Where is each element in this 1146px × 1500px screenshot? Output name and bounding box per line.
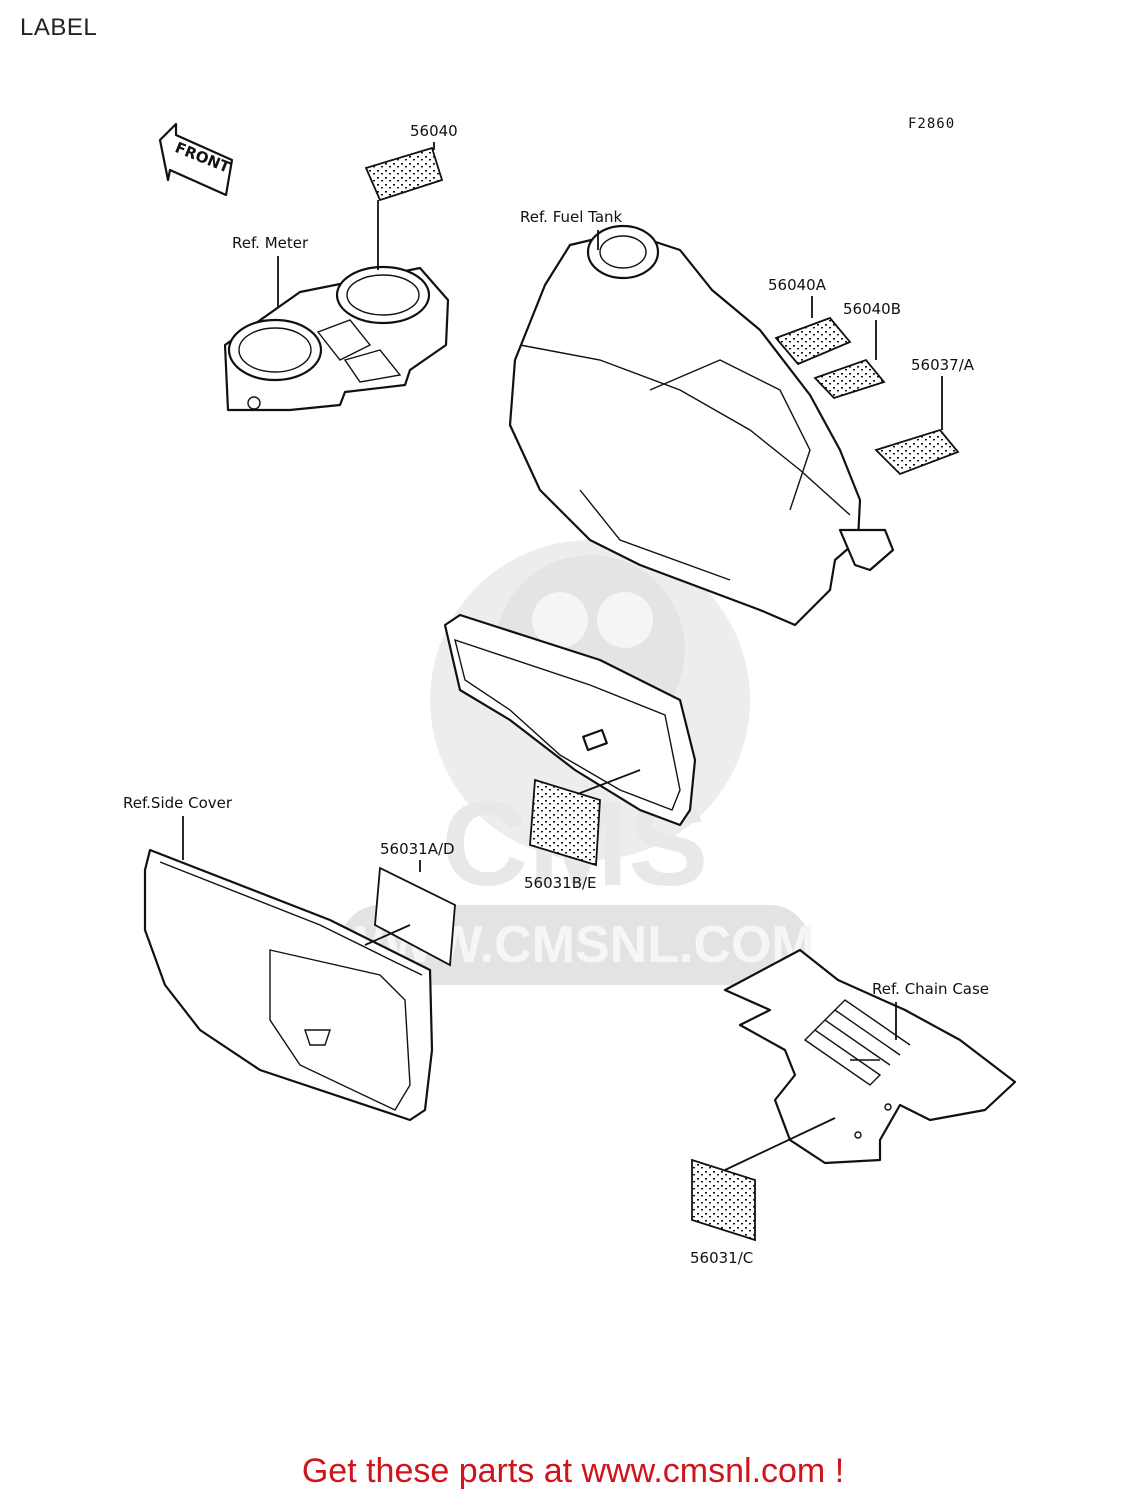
decal-56031AD [374, 866, 456, 967]
decal-56031BE [529, 778, 601, 867]
part-56040-label: 56040 [410, 122, 458, 140]
page-title: LABEL [20, 14, 98, 41]
decal-56040 [364, 146, 444, 202]
decal-56031C [691, 1158, 756, 1242]
part-56040A-label: 56040A [768, 276, 827, 294]
ref-side-cover-label: Ref.Side Cover [123, 794, 233, 812]
side-cover [143, 848, 434, 1122]
part-56040B-label: 56040B [843, 300, 901, 318]
chain-case [723, 948, 1017, 1165]
footer-link[interactable]: Get these parts at www.cmsnl.com ! [301, 1452, 845, 1490]
part-56037A-label: 56037/A [911, 356, 975, 374]
part-56031BE-label: 56031B/E [524, 874, 597, 892]
part-56031C-label: 56031/C [690, 1249, 753, 1267]
front-arrow-icon: FRONT [158, 122, 233, 197]
ref-meter-label: Ref. Meter [232, 234, 309, 252]
decal-56037A [874, 428, 960, 476]
parts-diagram: WWW.CMSNL.COM CMS F2860 FRONT Ref. Meter… [123, 116, 1017, 1267]
ref-fuel-tank-label: Ref. Fuel Tank [520, 208, 623, 226]
decal-56040B [813, 358, 886, 400]
meter-assembly [223, 265, 450, 412]
part-56031AD-label: 56031A/D [380, 840, 455, 858]
decal-56040A [774, 316, 852, 366]
figure-code: F2860 [908, 116, 955, 132]
fuel-tank [508, 224, 895, 627]
ref-chain-case-label: Ref. Chain Case [872, 980, 989, 998]
